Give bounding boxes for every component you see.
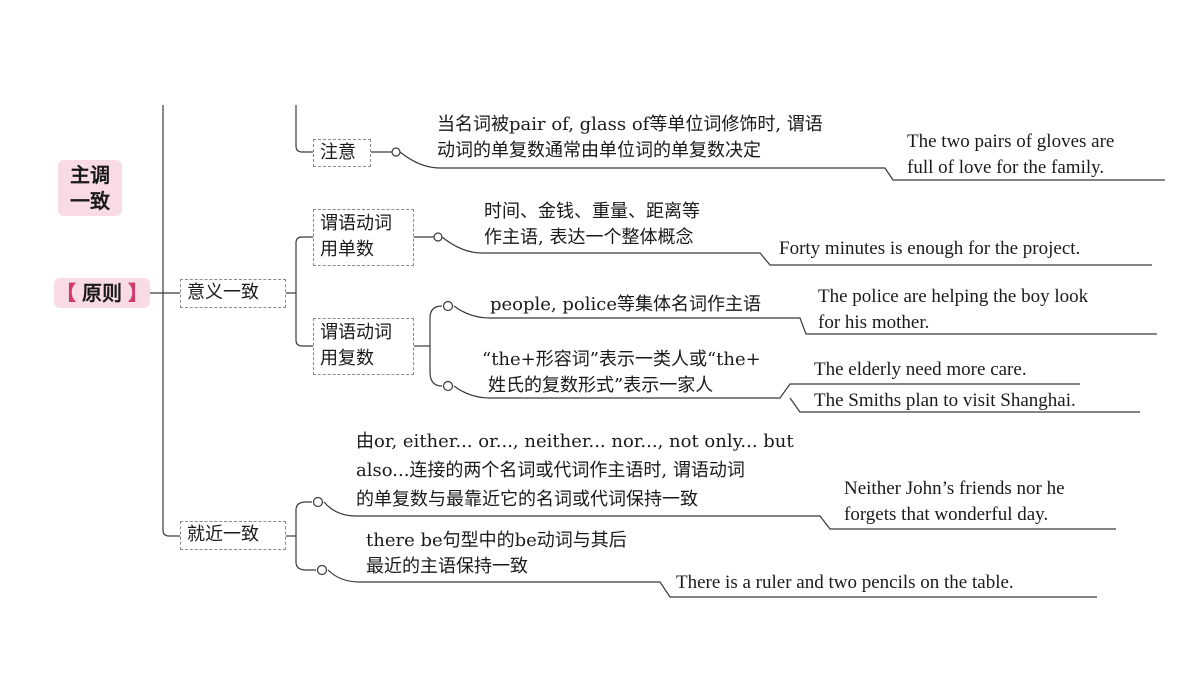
singular-label-line-1: 谓语动词 (320, 213, 392, 234)
plural-label-line-2: 用复数 (320, 348, 374, 369)
singular-example-line-1: Forty minutes is enough for the project. (779, 238, 1081, 259)
proximity-example-1-line-2: forgets that wonderful day. (844, 504, 1049, 525)
note-rule-line-1: 当名词被pair of, glass of等单位词修饰时, 谓语 (437, 114, 823, 135)
meaning-label-box: 意义一致 (180, 279, 286, 308)
plural-example-1-line-1: The police are helping the boy look (818, 286, 1089, 307)
topic-line-2: 一致 (70, 189, 110, 213)
proximity-rule-2-line-2: 最近的主语保持一致 (366, 556, 528, 577)
note-rule: 当名词被pair of, glass of等单位词修饰时, 谓语 动词的单复数通… (437, 112, 823, 164)
meaning-label: 意义一致 (187, 282, 259, 303)
proximity-example-1: Neither John’s friends nor he forgets th… (844, 476, 1065, 528)
note-example: The two pairs of gloves are full of love… (907, 129, 1114, 181)
proximity-label: 就近一致 (187, 524, 259, 545)
proximity-rule-2-line-1: there be句型中的be动词与其后 (366, 530, 627, 551)
note-example-line-2: full of love for the family. (907, 157, 1105, 178)
note-example-line-1: The two pairs of gloves are (907, 131, 1115, 152)
topic-line-1: 主调 (70, 163, 110, 187)
plural-rule-1: people, police等集体名词作主语 (490, 292, 761, 318)
singular-example: Forty minutes is enough for the project. (779, 236, 1080, 262)
proximity-rule-1-line-2: also...连接的两个名词或代词作主语时, 谓语动词 (356, 460, 745, 481)
singular-label-box: 谓语动词 用单数 (313, 209, 414, 266)
bracket-right-icon: 】 (128, 281, 148, 305)
plural-label-line-1: 谓语动词 (320, 322, 392, 343)
note-rule-line-2: 动词的单复数通常由单位词的单复数决定 (437, 140, 761, 161)
proximity-example-1-line-1: Neither John’s friends nor he (844, 478, 1065, 499)
bracket-left-icon: 【 (56, 281, 76, 305)
proximity-rule-1-line-1: 由or, either... or..., neither... nor...,… (356, 431, 794, 452)
proximity-rule-2: there be句型中的be动词与其后 最近的主语保持一致 (366, 528, 627, 580)
principle-tag: 【 原则 】 (54, 278, 150, 308)
singular-label-line-2: 用单数 (320, 239, 374, 260)
plural-example-2b: The Smiths plan to visit Shanghai. (814, 390, 1076, 411)
plural-rule-1-line-1: people, police等集体名词作主语 (490, 294, 761, 315)
note-label-box: 注意 (313, 139, 371, 167)
principle-label: 原则 (82, 281, 122, 305)
singular-rule: 时间、金钱、重量、距离等 作主语, 表达一个整体概念 (484, 199, 700, 251)
proximity-label-box: 就近一致 (180, 521, 286, 550)
singular-rule-line-1: 时间、金钱、重量、距离等 (484, 201, 700, 222)
plural-label-box: 谓语动词 用复数 (313, 318, 414, 375)
note-label: 注意 (320, 142, 356, 163)
plural-example-1: The police are helping the boy look for … (818, 284, 1088, 336)
plural-rule-2-line-2: 姓氏的复数形式”表示一家人 (488, 375, 714, 396)
proximity-rule-1: 由or, either... or..., neither... nor...,… (356, 427, 794, 514)
plural-example-1-line-2: for his mother. (818, 312, 930, 333)
plural-rule-2: “the+形容词”表示一类人或“the+ 姓氏的复数形式”表示一家人 (482, 347, 761, 399)
plural-example-2a: The elderly need more care. (814, 359, 1027, 380)
topic-tag: 主调 一致 (58, 160, 122, 216)
proximity-rule-1-line-3: 的单复数与最靠近它的名词或代词保持一致 (356, 489, 698, 510)
proximity-example-2: There is a ruler and two pencils on the … (676, 572, 1014, 593)
singular-rule-line-2: 作主语, 表达一个整体概念 (484, 227, 694, 248)
plural-rule-2-line-1: “the+形容词”表示一类人或“the+ (482, 349, 761, 370)
